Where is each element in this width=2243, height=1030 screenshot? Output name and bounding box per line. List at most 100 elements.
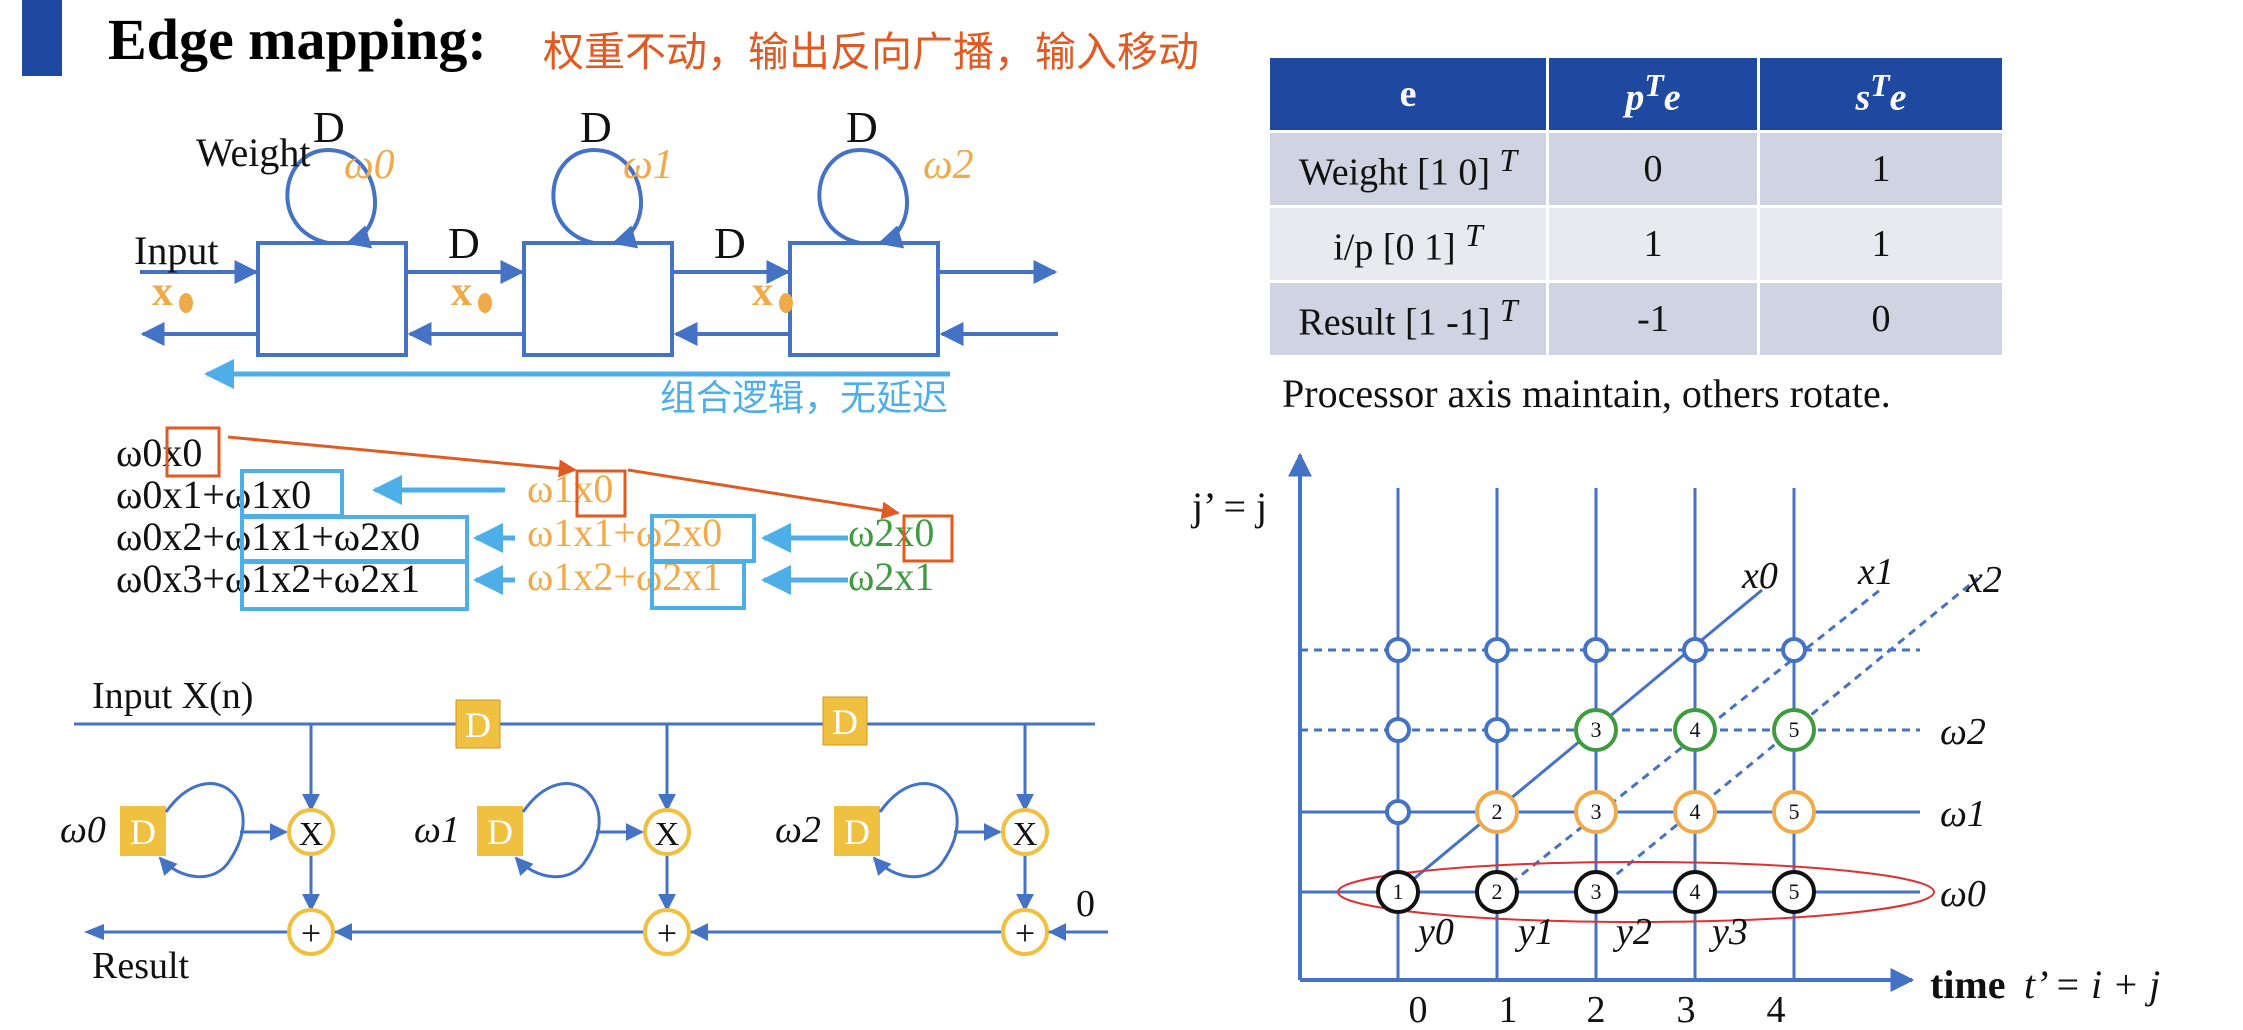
- omega1-label: ω1: [623, 142, 674, 188]
- x-tick-label: 1: [1499, 989, 1518, 1030]
- diag-x2: [1594, 576, 1979, 894]
- slide-subtitle: 权重不动，输出反向广播，输入移动: [543, 28, 1199, 76]
- table-header-row: e pTe sTe: [1267, 55, 2005, 133]
- x-label: x: [752, 269, 773, 315]
- dg-node-label: 2: [1492, 879, 1503, 904]
- y-label: y1: [1514, 911, 1554, 953]
- orange-flow-arrow: [627, 468, 900, 520]
- equation-row: ω0x3+ω1x2+ω2x1: [116, 556, 420, 601]
- multiplier-label: X: [299, 816, 324, 853]
- table-cell-p: 0: [1546, 130, 1760, 208]
- zero-input-label: 0: [1076, 883, 1095, 925]
- weight-self-loop: [551, 147, 643, 249]
- table-row: Weight [1 0] T 0 1: [1267, 130, 2005, 208]
- weight-delay-label: D: [844, 812, 870, 852]
- x-axis-label-bold: time: [1930, 962, 2006, 1007]
- pe-column-0: X + D ω0: [60, 724, 335, 956]
- omega2-label: ω2: [923, 142, 974, 188]
- omega-label: ω2: [775, 809, 821, 851]
- dg-node: [1772, 708, 1816, 752]
- equation-partial: ω2x1: [848, 554, 934, 599]
- bottom-dataflow-diagram: Input X(n) Result 0 D D X + D: [60, 675, 1108, 987]
- dg-node: [1574, 870, 1618, 914]
- dg-empty-node: [1385, 637, 1411, 663]
- pe-box: [256, 241, 408, 357]
- pe-box: [522, 241, 674, 357]
- equations-block: ω0x0 ω0x1+ω1x0 ω1x0 ω0x2+ω1x1+ω2x0 ω1x1+…: [116, 426, 954, 611]
- dg-empty-node: [1385, 799, 1411, 825]
- dependence-graph: j’ = j time t’ = i + j x0 x1 x2 ω2 ω1 ω0: [1190, 452, 2160, 1030]
- dg-node: [1574, 708, 1618, 752]
- pe-column-2: X + D ω2: [775, 724, 1049, 956]
- table-cell-p: 1: [1546, 205, 1760, 283]
- delay-block-label: D: [465, 705, 491, 745]
- diag-label: x1: [1857, 551, 1894, 593]
- multiplier-node: [287, 808, 335, 856]
- input-xn-label: Input X(n): [92, 675, 253, 717]
- dg-node-label: 2: [1492, 799, 1503, 824]
- omega-label: ω1: [414, 809, 460, 851]
- delay-block: [455, 699, 501, 749]
- multiplier-label: X: [655, 816, 680, 853]
- x-label: x: [152, 269, 173, 315]
- delay-label: D: [714, 219, 746, 268]
- weight-loop: [158, 782, 245, 879]
- orange-flow-arrow: [227, 435, 577, 478]
- transpose-mark: T: [1499, 143, 1518, 179]
- highlight-box-orange: [165, 426, 221, 478]
- diag-label: x0: [1741, 555, 1778, 597]
- diag-label: x2: [1965, 559, 2002, 601]
- table-cell-p: -1: [1546, 280, 1760, 358]
- weight-loop: [872, 782, 959, 879]
- dg-empty-node: [1484, 637, 1510, 663]
- multiplier-label: X: [1013, 816, 1038, 853]
- table-cell-label: Weight [1 0] T: [1267, 130, 1549, 208]
- table-header-pte: pTe: [1546, 55, 1760, 133]
- transpose-mark: T: [1499, 293, 1518, 329]
- adder-node: [643, 908, 691, 956]
- delay-label: D: [846, 103, 878, 152]
- dg-node-label: 5: [1789, 717, 1800, 742]
- row-label: ω1: [1940, 793, 1986, 835]
- x-token-marker: [179, 293, 193, 313]
- x-tick-label: 3: [1677, 989, 1696, 1030]
- x-label: x: [451, 269, 472, 315]
- weight-self-loop: [817, 147, 909, 249]
- dg-empty-node: [1484, 717, 1510, 743]
- adder-label: +: [301, 913, 321, 953]
- x-tick-label: 2: [1587, 989, 1606, 1030]
- omega0-label: ω0: [344, 142, 395, 188]
- table-cell-label: Result [1 -1] T: [1267, 280, 1549, 358]
- slide-title: Edge mapping:: [108, 7, 487, 72]
- delay-label: D: [313, 103, 345, 152]
- row-label-text: Result [1 -1]: [1298, 301, 1491, 344]
- row-label-text: i/p [0 1]: [1333, 226, 1456, 269]
- delay-block-label: D: [832, 702, 858, 742]
- dg-node-label: 3: [1591, 879, 1602, 904]
- dg-node: [1574, 790, 1618, 834]
- y-label: y0: [1414, 911, 1454, 953]
- dg-node: [1673, 708, 1717, 752]
- pe-box: [788, 241, 940, 357]
- delay-block: [822, 696, 868, 746]
- equation-row: ω0x2+ω1x1+ω2x0: [116, 514, 420, 559]
- dg-node: [1673, 870, 1717, 914]
- y-axis-label: j’ = j: [1190, 484, 1267, 529]
- dg-node: [1772, 790, 1816, 834]
- edge-mapping-table: e pTe sTe Weight [1 0] T 0 1 i/p [0 1] T…: [1267, 55, 2005, 358]
- adder-node: [1001, 908, 1049, 956]
- dg-empty-node: [1583, 637, 1609, 663]
- combo-logic-label: 组合逻辑，无延迟: [660, 378, 948, 419]
- x-tick-label: 0: [1409, 989, 1428, 1030]
- table-row: i/p [0 1] T 1 1: [1267, 205, 2005, 283]
- dg-node: [1475, 870, 1519, 914]
- x-axis-label: t’ = i + j: [2024, 962, 2160, 1007]
- omega-label: ω0: [60, 809, 106, 851]
- result-arrowhead: [84, 924, 104, 940]
- dg-node-label: 4: [1690, 799, 1701, 824]
- processor-axis-note: Processor axis maintain, others rotate.: [1282, 371, 1891, 416]
- adder-label: +: [1015, 913, 1035, 953]
- table-header-ste: sTe: [1757, 55, 2005, 133]
